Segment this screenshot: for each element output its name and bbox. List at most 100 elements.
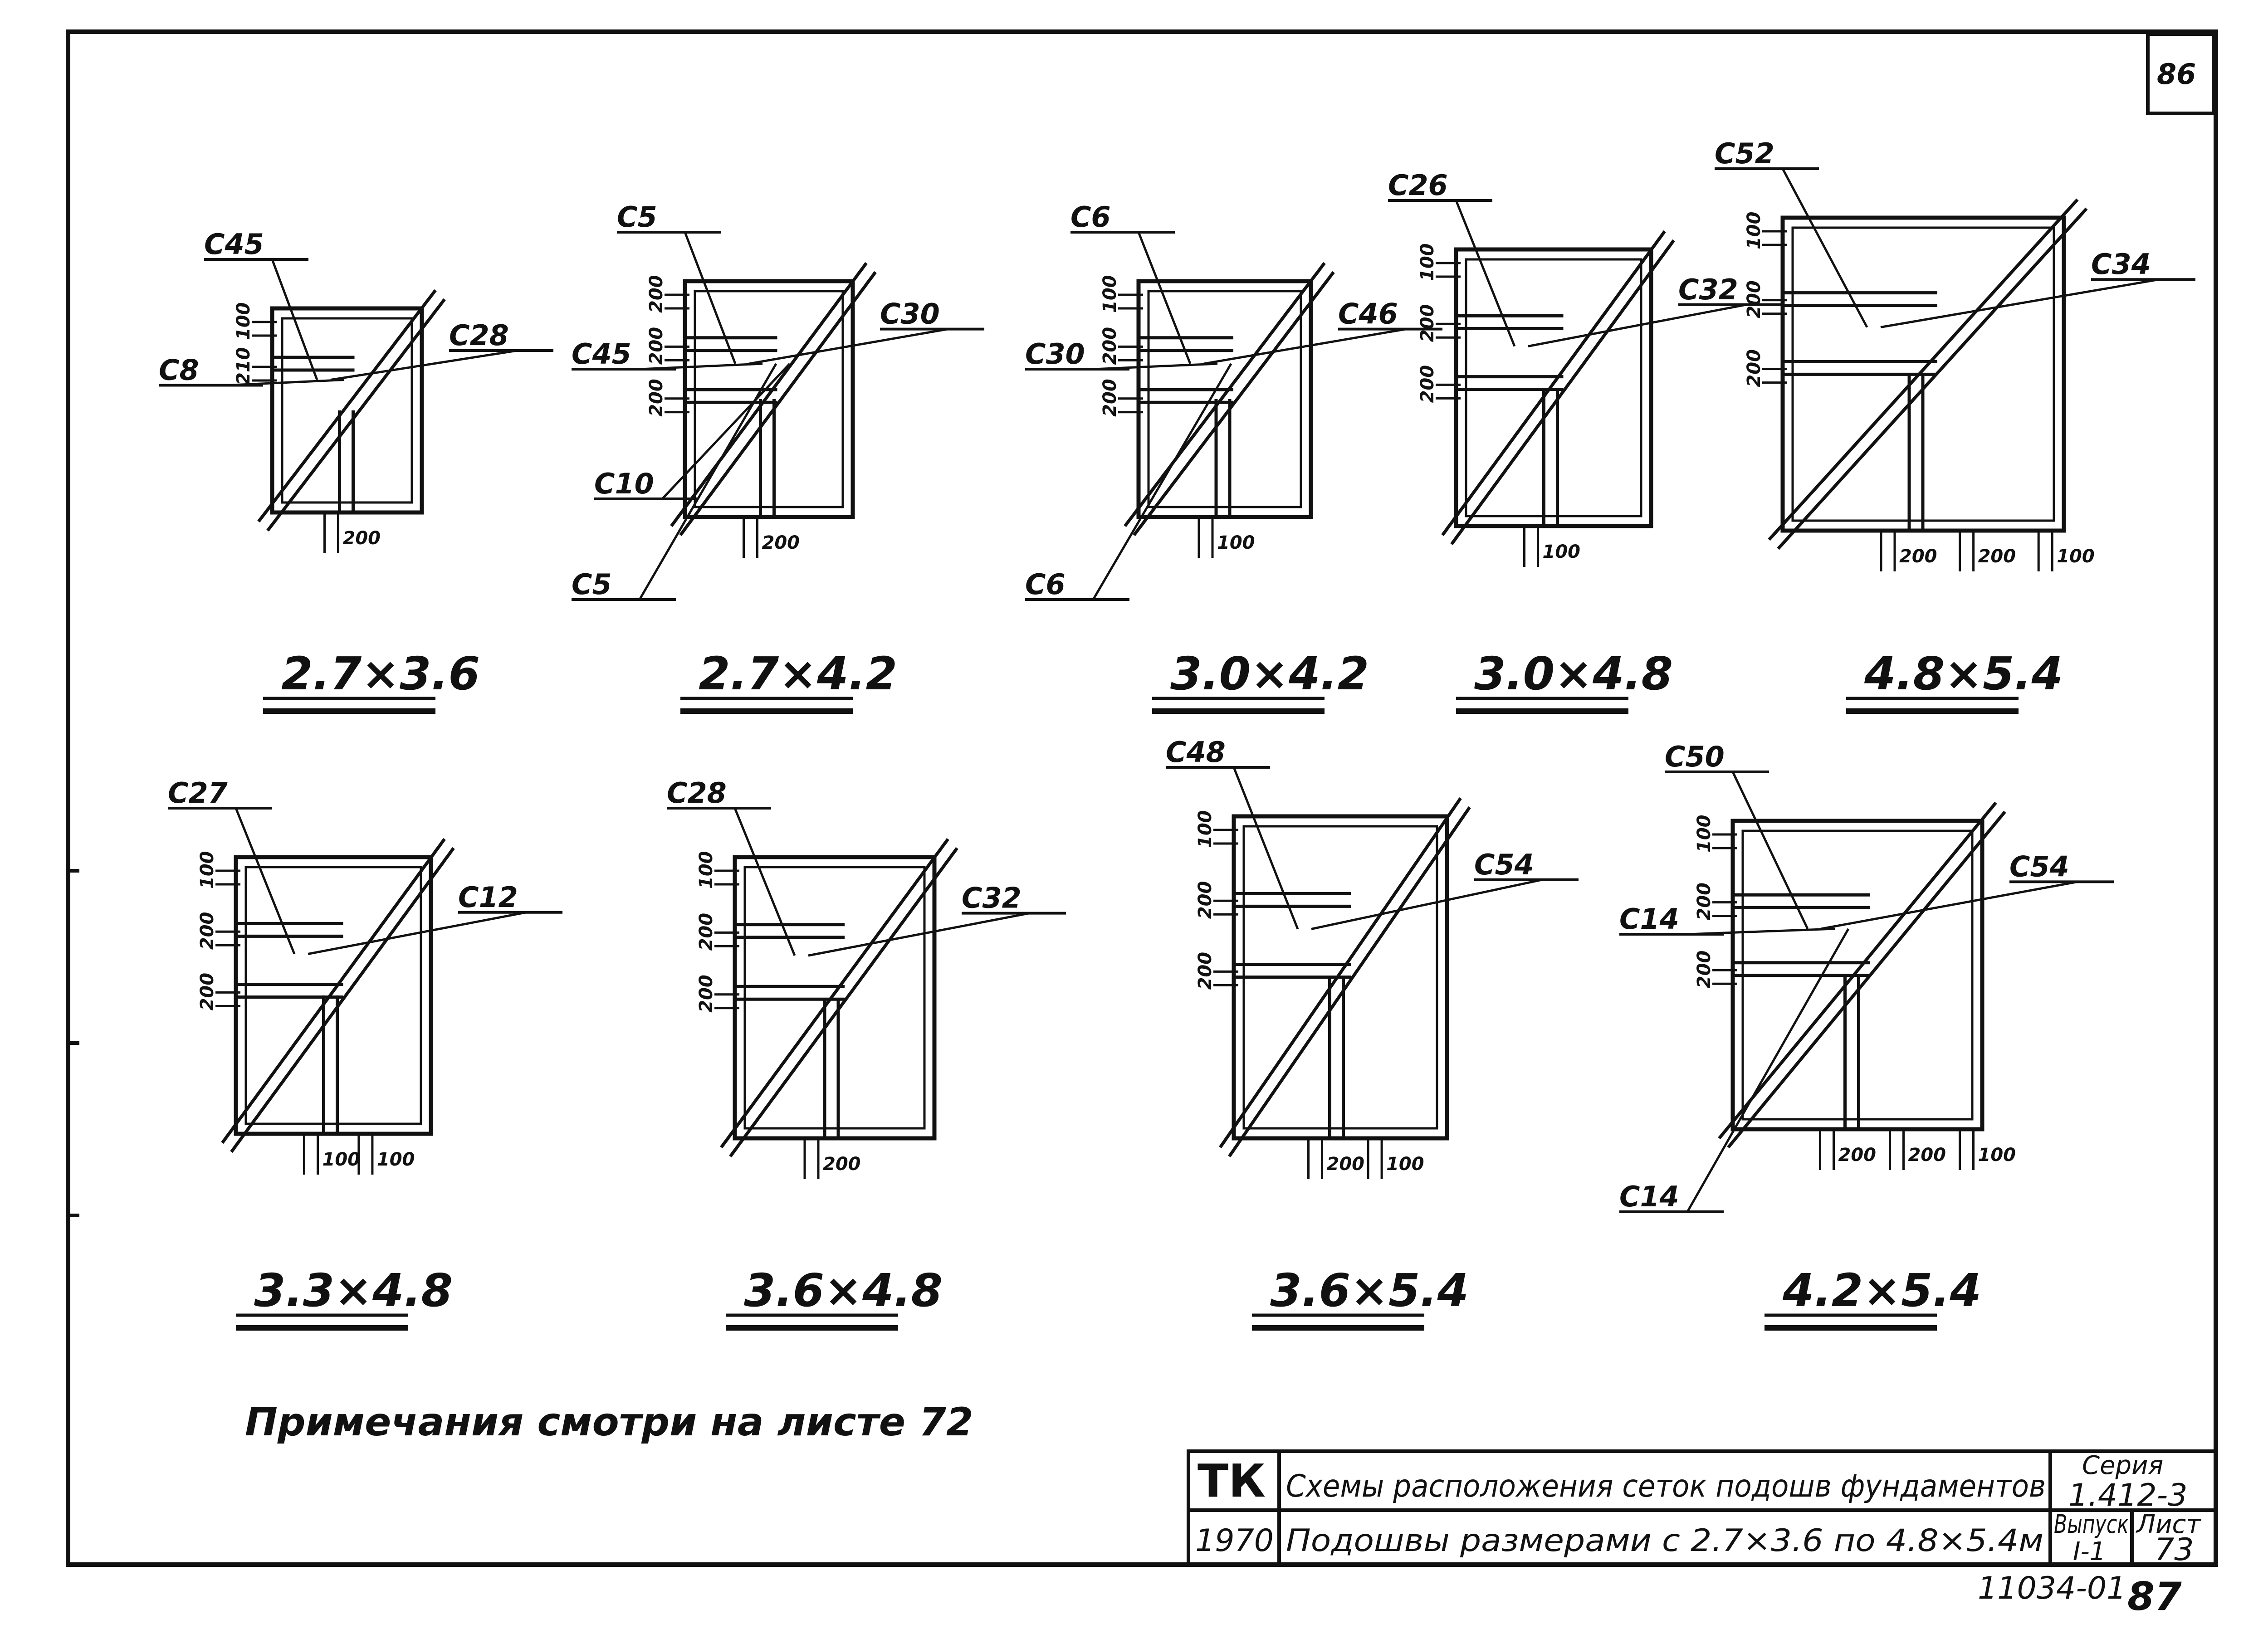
dim-vertical: 200 (197, 912, 218, 950)
dim-vertical: 200 (696, 975, 717, 1013)
leader-line (1687, 927, 1835, 936)
mesh-label: С32 (962, 882, 1022, 915)
mesh-label: С14 (1619, 1180, 1679, 1213)
leader-line (639, 362, 763, 371)
leader-line (684, 232, 737, 364)
mesh-label: С28 (667, 776, 727, 810)
leader-line (271, 259, 318, 380)
leader-line (1137, 232, 1192, 364)
dim-vertical: 200 (646, 327, 667, 365)
dim-horizontal: 100 (2057, 546, 2095, 567)
dim-vertical: 200 (646, 275, 667, 313)
dim-vertical: 210 (233, 347, 254, 385)
mesh-label: С14 (1619, 902, 1679, 936)
mesh-label: С54 (2009, 850, 2069, 883)
leader-line (235, 808, 296, 955)
break-line (230, 847, 455, 1153)
diagram-caption: 3.3×4.8 (254, 1264, 453, 1317)
title-block-issue-value: I-1 (2073, 1537, 2106, 1566)
break-line (1228, 806, 1471, 1157)
title-block-sheet-label: Лист (2136, 1510, 2201, 1539)
sheet-frame (66, 29, 2218, 1567)
mesh-label: С45 (572, 337, 631, 371)
break-line (679, 271, 877, 537)
mesh-label: С12 (458, 881, 518, 914)
leader-line (1781, 168, 1868, 328)
break-line (1768, 198, 2079, 541)
leader-line (733, 808, 796, 956)
dim-vertical: 100 (1195, 810, 1216, 849)
dim-vertical: 200 (1744, 280, 1765, 318)
dim-vertical: 200 (1417, 304, 1438, 342)
dim-horizontal: 200 (823, 1154, 861, 1175)
title-block-title-line1: Схемы расположения сеток подошв фундамен… (1286, 1468, 2046, 1504)
mesh-label: С52 (1715, 137, 1774, 170)
break-line (1450, 239, 1675, 546)
title-block-org: ТК (1198, 1454, 1266, 1507)
break-line (1718, 801, 1997, 1140)
leader-line (661, 363, 791, 500)
leader-line (330, 349, 518, 381)
corner-number-box (2146, 32, 2215, 115)
dim-vertical: 100 (696, 851, 717, 889)
dim-horizontal: 100 (323, 1149, 361, 1170)
dim-horizontal: 100 (1543, 541, 1581, 562)
mesh-outline-inner (1465, 258, 1642, 517)
dim-vertical: 200 (1100, 327, 1120, 365)
dim-vertical: 200 (696, 913, 717, 951)
leader-line (1203, 328, 1407, 365)
dim-horizontal: 100 (1217, 532, 1255, 553)
leader-line (1455, 200, 1516, 347)
dim-vertical: 200 (1744, 349, 1765, 387)
dim-vertical: 200 (1694, 883, 1715, 921)
break-line (1124, 262, 1326, 527)
break-line (720, 838, 949, 1149)
dim-horizontal: 200 (1908, 1145, 1946, 1166)
note-text: Примечания смотри на листе 72 (245, 1400, 973, 1445)
mesh-label: С32 (1678, 273, 1738, 306)
diagram-caption: 4.2×5.4 (1782, 1264, 1981, 1317)
mesh-label: С46 (1338, 298, 1398, 331)
leader-line (1092, 363, 1232, 600)
dim-vertical: 100 (1744, 212, 1765, 250)
dim-vertical: 200 (1417, 365, 1438, 403)
mesh-label: С45 (204, 228, 264, 261)
title-block-title-line2: Подошвы размерами с 2.7×3.6 по 4.8×5.4м (1286, 1523, 2043, 1559)
mesh-outline-inner (694, 290, 844, 508)
leader-line (1880, 278, 2160, 328)
break-line (266, 298, 446, 532)
mesh-label: С48 (1166, 736, 1226, 769)
leader-line (1311, 878, 1543, 930)
dim-vertical: 100 (233, 302, 254, 341)
dim-vertical: 100 (1417, 244, 1438, 282)
break-line (1441, 230, 1666, 537)
diagram-caption: 3.6×5.4 (1270, 1264, 1469, 1317)
mesh-outline-inner (1147, 290, 1302, 508)
leader-line (808, 912, 1030, 957)
mesh-outline-inner (244, 866, 422, 1125)
dim-horizontal: 100 (1386, 1154, 1424, 1175)
dim-horizontal: 200 (1978, 546, 2016, 567)
bottom-code: 11034-01 (1978, 1571, 2126, 1606)
leader-line (226, 379, 345, 386)
diagram-caption: 2.7×3.6 (281, 647, 480, 700)
leader-line (1093, 362, 1218, 371)
break-line (221, 838, 446, 1144)
dim-vertical: 200 (197, 973, 218, 1011)
title-block (1187, 1449, 2218, 1566)
mesh-outline-inner (281, 317, 413, 504)
dim-horizontal: 100 (377, 1149, 415, 1170)
corner-number: 86 (2157, 58, 2196, 91)
mesh-label: С28 (449, 319, 509, 352)
mesh-label: С5 (617, 200, 657, 234)
binding-strip (66, 32, 79, 1565)
diagram-caption: 2.7×4.2 (699, 647, 897, 700)
dim-vertical: 200 (646, 379, 667, 417)
leader-line (1686, 928, 1850, 1213)
